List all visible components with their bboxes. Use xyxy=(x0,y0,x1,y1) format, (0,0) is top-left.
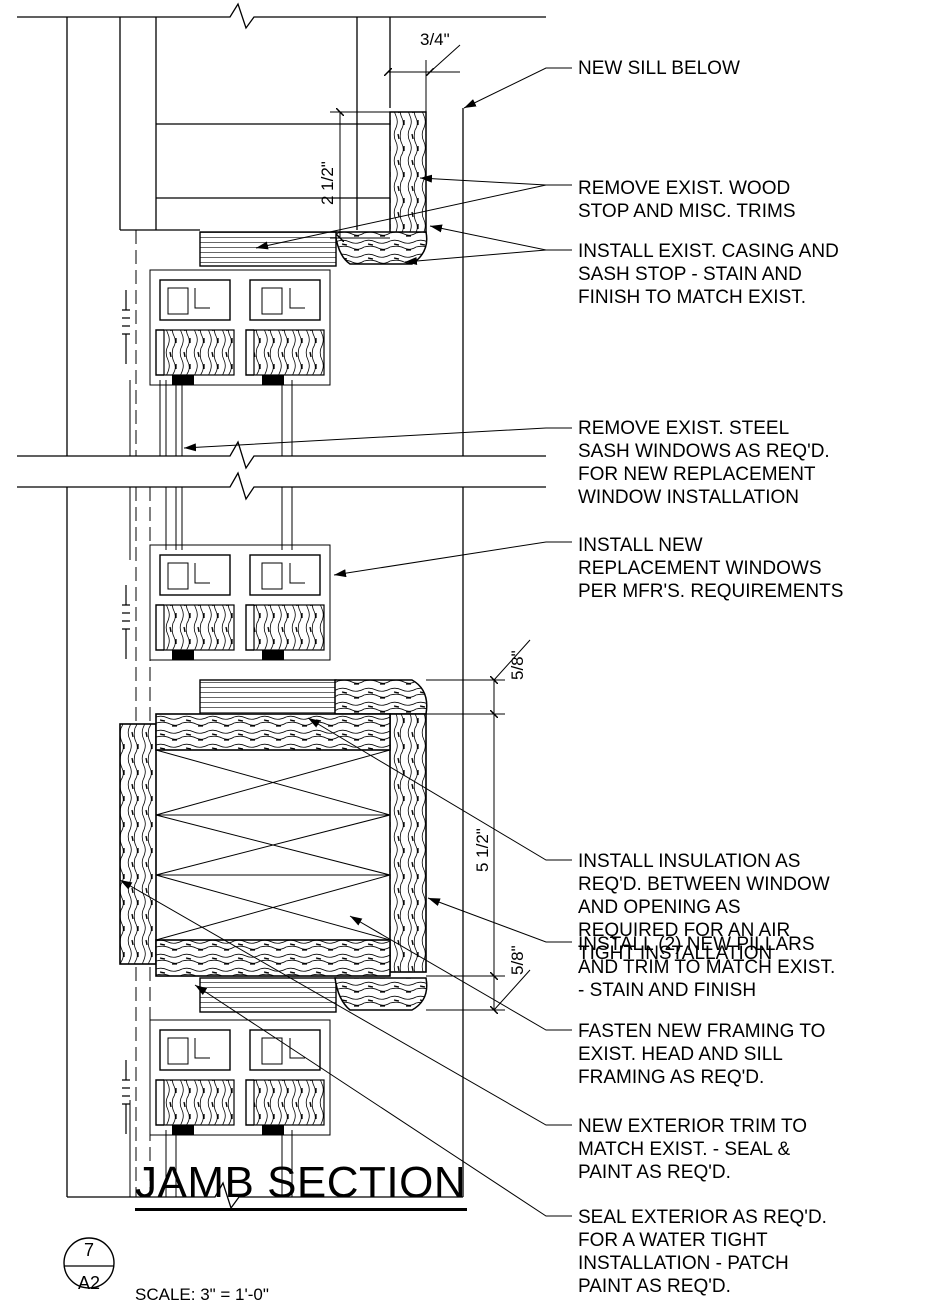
dimension-3-4: 3/4" xyxy=(420,30,450,49)
dimension-2-1-2: 2 1/2" xyxy=(318,161,337,205)
detail-number: 7 xyxy=(83,1240,94,1260)
note-remove-wood-stop: REMOVE EXIST. WOOD STOP AND MISC. TRIMS xyxy=(578,178,796,222)
note-seal-exterior: SEAL EXTERIOR AS REQ'D. FOR A WATER TIGH… xyxy=(578,1207,827,1297)
note-install-replacement-windows: INSTALL NEW REPLACEMENT WINDOWS PER MFR'… xyxy=(578,535,844,602)
dimension-5-1-2: 5 1/2" xyxy=(473,828,492,872)
note-install-pillars: INSTALL (2) NEW PILLARS AND TRIM TO MATC… xyxy=(578,934,836,1001)
note-install-casing: INSTALL EXIST. CASING AND SASH STOP - ST… xyxy=(578,241,839,308)
note-remove-steel-sash: REMOVE EXIST. STEEL SASH WINDOWS AS REQ'… xyxy=(578,418,830,508)
sheet-number: A2 xyxy=(77,1273,101,1293)
dimension-5-8-bottom: 5/8" xyxy=(508,945,527,975)
dimension-5-8-top: 5/8" xyxy=(508,650,527,680)
drawing-title: JAMB SECTION xyxy=(135,1160,467,1211)
note-fasten-framing: FASTEN NEW FRAMING TO EXIST. HEAD AND SI… xyxy=(578,1021,826,1088)
note-install-insulation: INSTALL INSULATION AS REQ'D. BETWEEN WIN… xyxy=(578,851,830,964)
drawing-scale: SCALE: 3" = 1'-0" xyxy=(135,1285,269,1304)
note-new-sill-below: NEW SILL BELOW xyxy=(578,58,740,79)
note-exterior-trim: NEW EXTERIOR TRIM TO MATCH EXIST. - SEAL… xyxy=(578,1116,808,1183)
